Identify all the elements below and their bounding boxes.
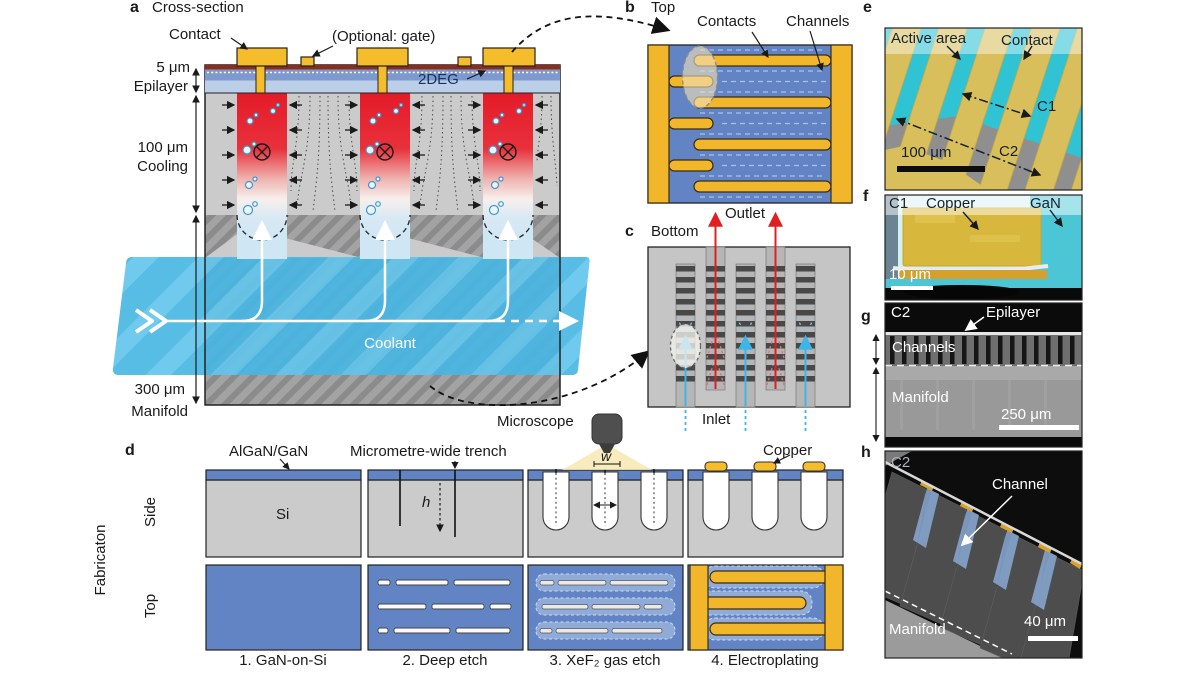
label-si: Si [276, 506, 290, 523]
label-outlet: Outlet [725, 205, 766, 222]
panel-b-diagram [647, 30, 853, 204]
dim-cooling-value: 100 μm [137, 139, 188, 156]
sem-photo-g [885, 303, 1082, 447]
label-algan-gan: AlGaN/GaN [229, 443, 309, 460]
scalebar-e [897, 166, 985, 172]
axis-fabrication: Fabricaton [92, 524, 110, 596]
label-coolant: Coolant [364, 335, 416, 352]
scalebar-f-text: 10 μm [889, 266, 931, 283]
scalebar-g-text: 250 μm [1001, 406, 1052, 423]
step-4-caption: 4. Electroplating [711, 652, 819, 669]
panel-letter-h: h [861, 444, 871, 461]
connector-arrows [429, 15, 671, 407]
label-contacts: Contacts [697, 13, 757, 30]
panel-b-title: Top [651, 0, 676, 16]
axis-top: Top [142, 593, 160, 619]
panel-letter-c: c [625, 223, 634, 240]
microscope-icon [591, 413, 623, 453]
label-c2-e: C2 [999, 143, 1019, 160]
scalebar-e-text: 100 μm [901, 144, 952, 161]
label-h: h [422, 494, 431, 511]
dim-manifold-name: Manifold [131, 403, 188, 420]
label-2deg: 2DEG [418, 71, 459, 88]
label-contact-e: Contact [1001, 32, 1053, 49]
label-microscope: Microscope [497, 413, 574, 430]
label-c1-f: C1 [889, 195, 909, 212]
label-c1-e: C1 [1037, 98, 1057, 115]
label-epilayer-g: Epilayer [986, 304, 1041, 321]
panel-letter-f: f [863, 188, 869, 205]
step-2-caption: 2. Deep etch [402, 652, 488, 669]
zoom-highlight-c [669, 323, 702, 369]
label-channels-g: Channels [892, 339, 956, 356]
sem-photo-f [885, 195, 1082, 300]
panel-letter-e: e [863, 0, 872, 16]
panel-c-diagram [647, 211, 851, 431]
panel-c-title: Bottom [651, 223, 699, 240]
label-copper-f: Copper [926, 195, 976, 212]
label-manifold-h: Manifold [889, 621, 946, 638]
label-optional-gate: (Optional: gate) [332, 28, 436, 45]
step-1-caption: 1. GaN-on-Si [239, 652, 327, 669]
dim-cooling-name: Cooling [137, 158, 188, 175]
scalebar-f [891, 286, 933, 290]
scalebar-h-text: 40 μm [1024, 613, 1066, 630]
sem-photo-e [885, 28, 1082, 190]
microscope-light-cone [562, 447, 652, 470]
label-channels: Channels [786, 13, 850, 30]
scalebar-h [1028, 636, 1078, 641]
dim-manifold-value: 300 μm [134, 381, 185, 398]
label-inlet: Inlet [702, 411, 731, 428]
label-copper-d: Copper [763, 442, 813, 459]
zoom-highlight-b [681, 45, 719, 109]
contacts [236, 47, 536, 94]
dim-epilayer-value: 5 μm [156, 59, 190, 76]
panel-a-diagram [112, 37, 590, 406]
axis-side: Side [142, 496, 160, 528]
sem-photo-h [885, 451, 1082, 658]
label-trench: Micrometre-wide trench [350, 443, 507, 460]
label-c2-h: C2 [891, 454, 911, 471]
label-gan-f: GaN [1030, 195, 1061, 212]
panel-letter-d: d [125, 442, 135, 459]
step-3-caption: 3. XeF₂ gas etch [549, 652, 661, 669]
panel-letter-g: g [861, 308, 871, 325]
panel-letter-a: a [130, 0, 139, 16]
dim-epilayer-name: Epilayer [133, 78, 188, 95]
panel-d-diagram [205, 413, 844, 651]
panel-a-title: Cross-section [152, 0, 244, 16]
coolant-arrow [112, 257, 590, 375]
label-active-area: Active area [891, 30, 967, 47]
label-manifold-g: Manifold [892, 389, 949, 406]
label-channel-h: Channel [992, 476, 1048, 493]
panel-letter-b: b [625, 0, 635, 16]
scalebar-g [999, 425, 1079, 430]
label-w: w [601, 448, 612, 464]
label-contact-a: Contact [169, 26, 221, 43]
label-c2-g: C2 [891, 304, 911, 321]
